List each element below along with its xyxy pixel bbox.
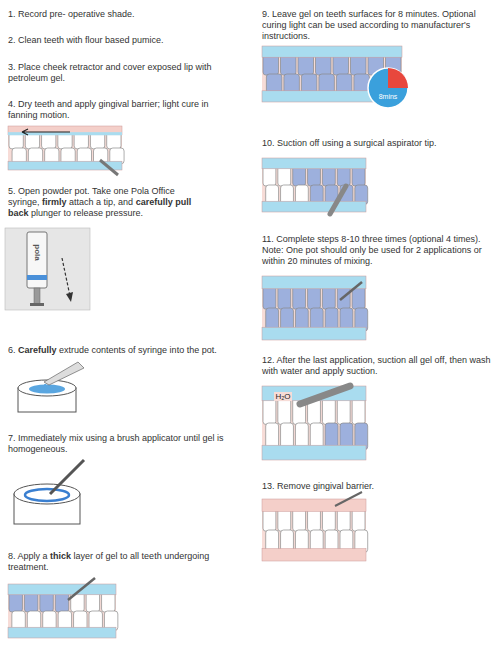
lower-gum <box>262 549 366 561</box>
step-text: 4. Dry teeth and apply gingival barrier;… <box>8 99 240 121</box>
teeth-illustration <box>262 276 368 340</box>
upper-gum <box>262 158 366 169</box>
lower-gum <box>262 327 366 340</box>
upper-gum <box>8 584 116 595</box>
step-text: 10. Suction off using a surgical aspirat… <box>262 138 494 149</box>
upper-gum <box>262 46 402 57</box>
teeth-illustration <box>8 584 118 638</box>
pull-arrowhead <box>66 292 73 302</box>
plunger-end <box>30 303 44 306</box>
curing-light <box>100 160 118 175</box>
instruction-text: 8. Apply a <box>8 551 48 561</box>
instruction-text: 6. <box>8 345 16 355</box>
syringe-panel <box>5 228 90 310</box>
upper-gum <box>8 126 122 135</box>
syringe-plunger <box>34 288 40 304</box>
brush-applicator <box>340 282 362 300</box>
step-text: 12. After the last application, suction … <box>262 355 494 377</box>
step-text: 5. Open powder pot. Take one Pola Office… <box>8 186 240 219</box>
teeth-illustration <box>262 499 368 561</box>
step-text: 11. Complete steps 8-10 three times (opt… <box>262 234 494 267</box>
instruction-text: 3. Place cheek retractor and cover expos… <box>8 62 212 83</box>
syringe-tip <box>44 362 84 385</box>
teeth-illustration <box>262 386 368 460</box>
instruction-text: attach a tip, and <box>69 197 133 207</box>
pot-rim <box>14 484 80 504</box>
instruction-text: 7. Immediately mix using a brush applica… <box>8 433 224 454</box>
instruction-text: thick <box>50 551 71 561</box>
syringe-barrel <box>27 232 47 288</box>
motion-arrow <box>22 129 70 135</box>
step-text: 3. Place cheek retractor and cover expos… <box>8 62 240 84</box>
gel-swirl <box>25 489 69 501</box>
upper-gum <box>262 499 366 511</box>
teeth-illustration <box>262 158 368 212</box>
syringe-brand: pola <box>32 244 41 260</box>
timer-clock <box>368 68 408 108</box>
step-text: 2. Clean teeth with flour based pumice. <box>8 35 240 46</box>
lip-area <box>8 584 116 638</box>
instruction-text: extrude contents of syringe into the pot… <box>59 345 217 355</box>
lip-area <box>262 276 366 340</box>
lip-area <box>262 158 366 212</box>
lower-gum <box>8 627 116 638</box>
water-label: H₂O <box>274 392 291 401</box>
teeth-illustration <box>8 126 124 170</box>
instruction-text: 11. Complete steps 8-10 three times (opt… <box>262 234 482 266</box>
instruction-text: Carefully <box>18 345 57 355</box>
instruction-text: firmly <box>42 197 67 207</box>
extruded-gel <box>45 384 46 389</box>
lower-gum <box>262 201 366 212</box>
step-text: 6.Carefullyextrude contents of syringe i… <box>8 345 240 356</box>
aspirator-tip <box>330 186 346 214</box>
lower-gum <box>262 445 366 460</box>
timer-wedge <box>388 68 408 88</box>
pull-arrow <box>62 258 70 296</box>
timer-label: 8mins <box>379 93 398 100</box>
instruction-text: 9. Leave gel on teeth surfaces for 8 min… <box>262 9 476 41</box>
step-text: 8. Apply athicklayer of gel to all teeth… <box>8 551 240 573</box>
gel-liquid <box>29 385 65 394</box>
step-text: 7. Immediately mix using a brush applica… <box>8 433 240 455</box>
instruction-text: plunger to release pressure. <box>31 208 143 218</box>
removal-tool <box>335 492 362 506</box>
brush-applicator <box>68 578 95 600</box>
instruction-text: 2. Clean teeth with flour based pumice. <box>8 35 164 45</box>
lip-area <box>262 386 366 460</box>
instruction-text: 10. Suction off using a surgical aspirat… <box>262 138 436 148</box>
instruction-text: 1. Record pre- operative shade. <box>8 9 135 19</box>
water-suction-tube <box>300 386 350 404</box>
syringe-band <box>27 275 47 280</box>
step-text: 1. Record pre- operative shade. <box>8 9 240 20</box>
lip-area <box>262 499 366 561</box>
brush-applicator <box>50 460 84 494</box>
step-text: 9. Leave gel on teeth surfaces for 8 min… <box>262 9 494 42</box>
upper-gum <box>262 276 366 289</box>
instruction-text: 13. Remove gingival barrier. <box>262 481 374 491</box>
instruction-text: 12. After the last application, suction … <box>262 355 490 376</box>
step-text: 13. Remove gingival barrier. <box>262 481 494 492</box>
instruction-text: 4. Dry teeth and apply gingival barrier;… <box>8 99 209 120</box>
